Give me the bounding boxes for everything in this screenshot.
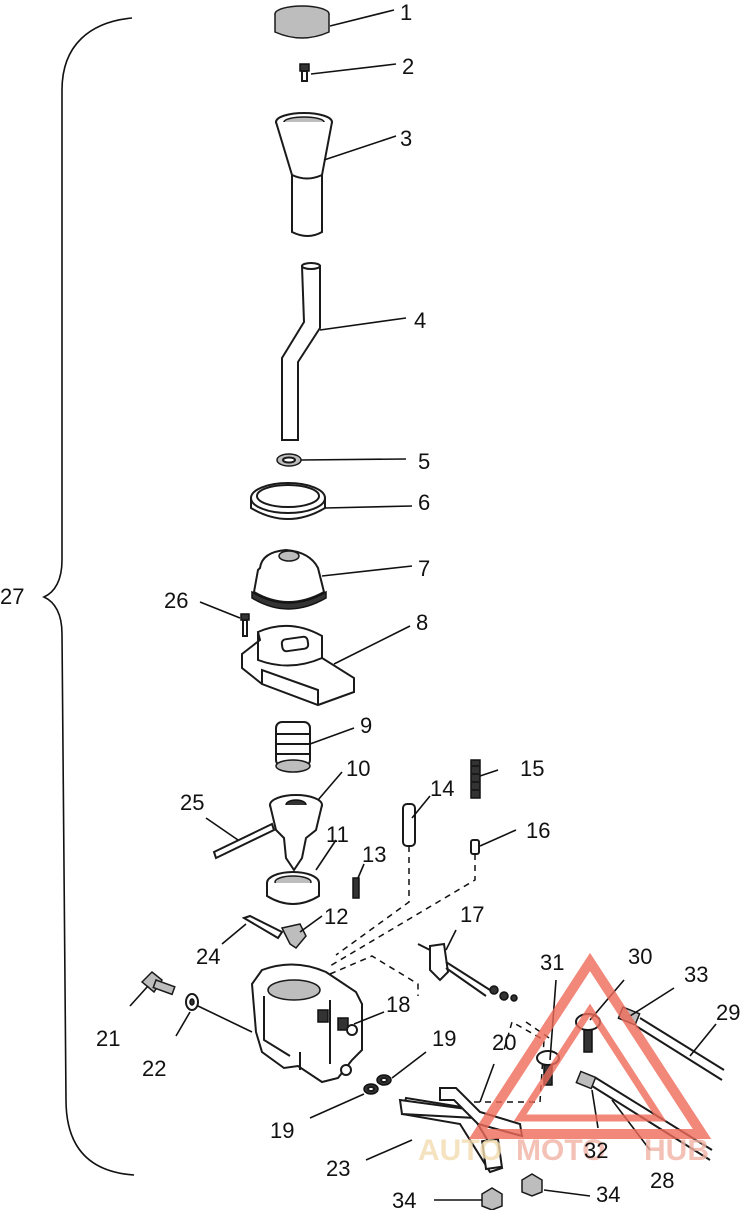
part-24-pin xyxy=(241,914,284,940)
part-14-rod xyxy=(335,803,416,956)
part-21-bolt xyxy=(140,970,176,996)
callout-2: 2 xyxy=(402,54,414,79)
callout-13: 13 xyxy=(362,842,386,867)
callout-3: 3 xyxy=(400,126,412,151)
callout-30: 30 xyxy=(628,944,652,969)
callout-16: 16 xyxy=(526,818,550,843)
callout-32: 32 xyxy=(584,1138,608,1163)
callout-8: 8 xyxy=(416,610,428,635)
part-10-pivot xyxy=(269,794,323,872)
watermark-triangle xyxy=(468,952,712,1139)
callout-14: 14 xyxy=(430,776,454,801)
callout-18: 18 xyxy=(386,992,410,1017)
part-3-knob xyxy=(275,112,333,237)
part-11-collar xyxy=(266,871,320,905)
callout-6: 6 xyxy=(418,490,430,515)
callout-34-right: 34 xyxy=(596,1182,620,1207)
part-9-spring xyxy=(275,721,311,773)
callout-12: 12 xyxy=(324,904,348,929)
watermark-logo: AUTO MOTO HUB xyxy=(418,952,712,1167)
callout-25: 25 xyxy=(180,790,204,815)
callout-15: 15 xyxy=(520,756,544,781)
part-25-pin xyxy=(212,822,276,860)
part-12-detent xyxy=(280,923,307,949)
part-34-nut-lower xyxy=(481,1187,503,1210)
part-15-spring xyxy=(470,759,481,799)
callout-22: 22 xyxy=(142,1056,166,1081)
callout-24: 24 xyxy=(196,944,220,969)
callout-5: 5 xyxy=(418,449,430,474)
callout-34-lower: 34 xyxy=(392,1188,416,1210)
callout-17: 17 xyxy=(460,902,484,927)
watermark-text-hub: HUB xyxy=(644,1134,709,1167)
part-26-screw xyxy=(240,613,250,637)
watermark-text-moto: MOTO xyxy=(516,1134,605,1167)
part-2-screw xyxy=(299,63,310,82)
part-29-tie-rod xyxy=(635,1017,725,1081)
callout-4: 4 xyxy=(414,308,426,333)
part-4-shift-lever xyxy=(281,262,321,441)
callout-28: 28 xyxy=(650,1168,674,1193)
callout-11: 11 xyxy=(326,822,349,847)
callout-27: 27 xyxy=(0,584,24,609)
part-8-housing-plate xyxy=(241,624,355,707)
callout-31: 31 xyxy=(540,950,564,975)
callout-19-upper: 19 xyxy=(432,1026,456,1051)
part-18-main-body xyxy=(250,963,363,1084)
part-1-cap xyxy=(274,5,330,39)
part-16-plunger xyxy=(470,839,480,855)
callout-29: 29 xyxy=(716,1000,740,1025)
callout-1: 1 xyxy=(400,0,412,25)
part-17-linkage xyxy=(417,942,518,1002)
watermark-text-auto: AUTO xyxy=(418,1134,502,1167)
part-34-nut-right xyxy=(521,1173,543,1197)
callout-21: 21 xyxy=(96,1026,120,1051)
callout-7: 7 xyxy=(418,556,430,581)
callout-26: 26 xyxy=(164,588,188,613)
part-7-boot xyxy=(251,548,327,610)
callout-19-lower: 19 xyxy=(270,1118,294,1143)
assembly-brace xyxy=(42,17,135,1176)
callout-10: 10 xyxy=(346,756,370,781)
part-6-ring xyxy=(250,482,326,520)
part-32-nut xyxy=(575,1070,597,1090)
callout-23: 23 xyxy=(326,1156,350,1181)
part-13-spring xyxy=(352,877,360,899)
leader-lines xyxy=(129,9,717,1201)
callout-20: 20 xyxy=(492,1030,516,1055)
callout-9: 9 xyxy=(360,713,372,738)
callout-33: 33 xyxy=(684,962,708,987)
